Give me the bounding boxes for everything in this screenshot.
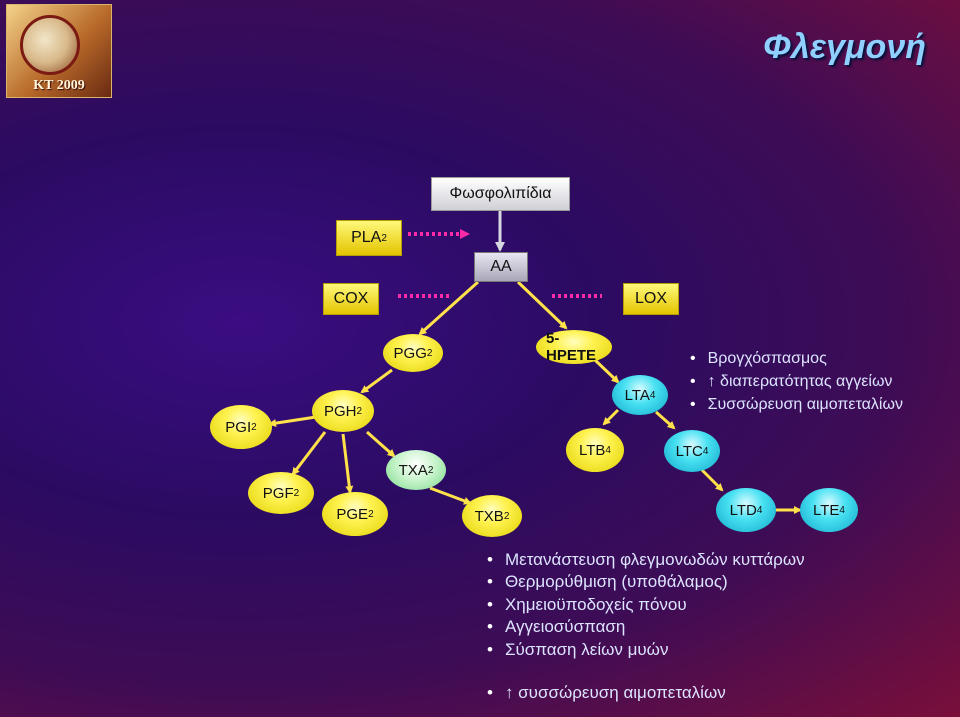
ltc-label: LTC xyxy=(675,442,703,460)
ltc-sub: 4 xyxy=(702,445,709,457)
ltb-label: LTB xyxy=(579,441,606,459)
ltd-label: LTD xyxy=(729,501,757,519)
logo-text: KT 2009 xyxy=(33,78,85,93)
arrow-pgh-pgi xyxy=(268,415,317,428)
pgg-label: PGG xyxy=(393,344,427,362)
cox-box: COX xyxy=(323,283,379,315)
pg-effect-item: Χημειοϋποδοχείς πόνου xyxy=(487,594,805,616)
pg-effect-item: Αγγειοσύσπαση xyxy=(487,616,805,638)
pge-sub: 2 xyxy=(368,508,374,520)
logo: KT 2009 xyxy=(6,4,112,98)
pgh-label: PGH xyxy=(323,402,357,420)
aa-label: AA xyxy=(490,258,512,275)
arrow-pgg-pgh xyxy=(360,368,393,394)
node-5-hpete: 5-HPETE xyxy=(536,330,612,364)
pg-effect-item: Θερμορύθμιση (υποθάλαμος) xyxy=(487,571,805,593)
lta-sub: 4 xyxy=(649,389,656,401)
txb-label: TXB xyxy=(474,507,504,525)
pg-effect-item: Μετανάστευση φλεγμονωδών κυττάρων xyxy=(487,549,805,571)
pge-label: PGE xyxy=(336,505,369,523)
hpete-label: 5-HPETE xyxy=(546,330,597,364)
arrow-lta-ltc xyxy=(655,410,676,430)
arrow-pgh-pgf xyxy=(291,431,327,476)
pla-sub: 2 xyxy=(381,232,387,244)
phospholipids-label: Φωσφολιπίδια xyxy=(449,185,552,202)
pgg-sub: 2 xyxy=(426,347,433,359)
arrow-aa-pgg xyxy=(418,280,480,336)
lte-sub: 4 xyxy=(839,504,845,516)
arrow-txa-txb xyxy=(429,486,472,505)
lox-label: LOX xyxy=(634,290,667,307)
txb-sub: 2 xyxy=(503,510,510,522)
lox-box: LOX xyxy=(623,283,679,315)
pg-effect-item: ↑ συσσώρευση αιμοπεταλίων xyxy=(487,682,726,704)
txa-label: TXA xyxy=(398,461,428,479)
prostaglandin-effects-list: Μετανάστευση φλεγμονωδών κυττάρων Θερμορ… xyxy=(487,549,805,661)
arrow-hpete-lta xyxy=(593,358,620,384)
pgf-sub: 2 xyxy=(293,487,300,499)
lta-label: LTA xyxy=(624,386,650,404)
lt-effect-item: ↑ διαπερατότητας αγγείων xyxy=(690,370,903,393)
phospholipids-box: Φωσφολιπίδια xyxy=(431,177,570,211)
ltd-sub: 4 xyxy=(756,504,763,516)
ltb-sub: 4 xyxy=(605,444,611,456)
lte-label: LTE xyxy=(813,501,840,519)
lt-effect-item: Βρογχόσπασμος xyxy=(690,347,903,370)
cox-label: COX xyxy=(333,290,369,307)
txa-sub: 2 xyxy=(427,464,434,476)
arrow-aa-hpete xyxy=(516,280,568,330)
prostaglandin-effects-last: ↑ συσσώρευση αιμοπεταλίων xyxy=(487,682,726,704)
pgi-label: PGI xyxy=(225,418,252,436)
pgi-sub: 2 xyxy=(251,421,257,433)
leukotriene-effects-list: Βρογχόσπασμος ↑ διαπερατότητας αγγείων Σ… xyxy=(690,347,903,416)
arrow-pgh-txa xyxy=(366,430,396,458)
arrow-pgh-pge xyxy=(341,433,354,494)
arrow-lta-ltb xyxy=(602,408,620,426)
arrow-ltc-ltd xyxy=(700,468,724,492)
lt-effect-item: Συσσώρευση αιμοπεταλίων xyxy=(690,393,903,416)
pgf-label: PGF xyxy=(262,484,294,502)
logo-emblem xyxy=(20,15,80,75)
aa-box: AA xyxy=(474,252,528,282)
page-title: Φλεγμονή xyxy=(763,28,926,66)
pla-label: PLA xyxy=(351,229,382,246)
pgh-sub: 2 xyxy=(356,405,363,417)
pg-effect-item: Σύσπαση λείων μυών xyxy=(487,639,805,661)
